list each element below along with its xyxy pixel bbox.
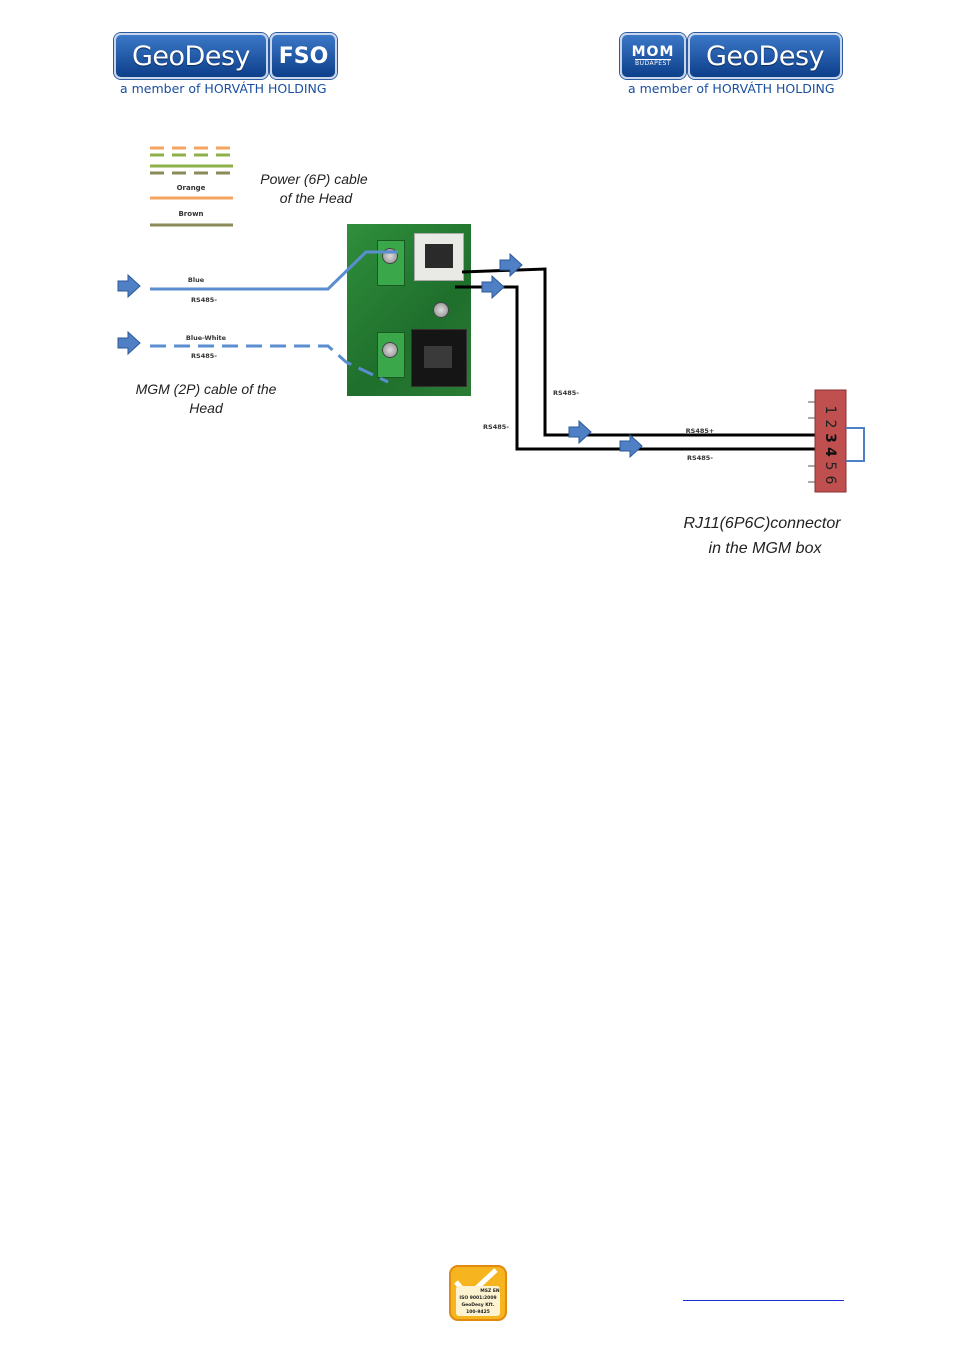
arrow-icon bbox=[117, 331, 141, 355]
legend-orange-label: Orange bbox=[177, 184, 206, 192]
fso-tag-box: FSO bbox=[270, 33, 337, 79]
legend-dashed-orange bbox=[150, 146, 233, 157]
connector-bracket bbox=[846, 427, 865, 462]
blue-wire-color-label: Blue bbox=[188, 276, 205, 284]
connector-pin-4: 4 bbox=[822, 447, 838, 457]
mgm-cable-caption-2: Head bbox=[189, 400, 224, 416]
logo-brand-text-right: GeoDesy bbox=[706, 40, 825, 72]
label-rs485-vertical-right: RS485- bbox=[553, 389, 579, 397]
geodesy-brand-box: GeoDesy bbox=[114, 33, 268, 79]
bluewhite-wire-signal-label: RS485- bbox=[191, 352, 217, 360]
arrow-icon bbox=[619, 434, 643, 458]
bluewhite-wire-color-label: Blue-White bbox=[186, 334, 227, 342]
mom-text: MOM bbox=[631, 44, 675, 60]
connector-pin-6: 6 bbox=[822, 476, 838, 485]
connector-pin-5: 5 bbox=[822, 462, 838, 471]
mom-box: MOM BUDAPEST bbox=[620, 33, 686, 79]
rj11-connector: 1 2 3 4 5 6 bbox=[808, 389, 865, 493]
logo-brand-text: GeoDesy bbox=[132, 40, 251, 72]
arrow-icon bbox=[568, 420, 592, 444]
badge-line-2: ISO 9001:2009 bbox=[459, 1295, 496, 1301]
connector-pin-1: 1 bbox=[822, 406, 838, 415]
power-cable-caption-2: of the Head bbox=[280, 190, 354, 206]
label-rs485-vertical-left: RS485- bbox=[483, 423, 509, 431]
connector-pin-3: 3 bbox=[822, 433, 838, 443]
geodesy-fso-logo: GeoDesy FSO a member of HORVÁTH HOLDING bbox=[114, 33, 338, 99]
black-wire-upper bbox=[461, 267, 815, 437]
power-cable-caption-1: Power (6P) cable bbox=[260, 171, 368, 187]
connector-caption-1: RJ11(6P6C)connector bbox=[683, 515, 841, 532]
legend-brown-label: Brown bbox=[178, 210, 203, 218]
iso-certification-badge: MSZ EN ISO 9001:2009 GeoDesy Kft. 100-94… bbox=[449, 1265, 507, 1321]
connector-caption-2: in the MGM box bbox=[709, 540, 823, 557]
label-rs485-minus: RS485- bbox=[687, 454, 713, 462]
badge-line-1: MSZ EN bbox=[480, 1288, 500, 1294]
arrow-icon bbox=[481, 275, 505, 299]
blue-wire-signal-label: RS485- bbox=[191, 296, 217, 304]
connector-body bbox=[814, 389, 847, 493]
badge-line-4: 100-9425 bbox=[466, 1309, 490, 1315]
bluewhite-wire bbox=[150, 344, 389, 384]
rj11-jack-top bbox=[414, 233, 464, 281]
logo-subtitle-right: a member of HORVÁTH HOLDING bbox=[628, 81, 835, 96]
connector-pin-2: 2 bbox=[822, 420, 838, 429]
arrow-icon bbox=[117, 274, 141, 298]
blue-wire bbox=[150, 250, 398, 291]
footer-link-underline[interactable] bbox=[683, 1300, 844, 1301]
mgm-cable-caption-1: MGM (2P) cable of the bbox=[136, 381, 277, 397]
label-rs485-plus: RS485+ bbox=[686, 427, 715, 435]
rj11-jack-bottom bbox=[411, 329, 467, 387]
arrow-icon bbox=[499, 253, 523, 277]
black-wire-lower bbox=[455, 285, 815, 451]
badge-line-3: GeoDesy Kft. bbox=[461, 1302, 494, 1308]
mom-sub-text: BUDAPEST bbox=[634, 59, 671, 67]
logo-subtitle: a member of HORVÁTH HOLDING bbox=[120, 81, 327, 96]
screw-icon bbox=[433, 302, 449, 318]
logo-tag-text: FSO bbox=[278, 43, 329, 69]
screw-icon bbox=[382, 342, 398, 358]
geodesy-brand-box-right: GeoDesy bbox=[688, 33, 842, 79]
mom-geodesy-logo: MOM BUDAPEST GeoDesy a member of HORVÁTH… bbox=[620, 33, 844, 99]
